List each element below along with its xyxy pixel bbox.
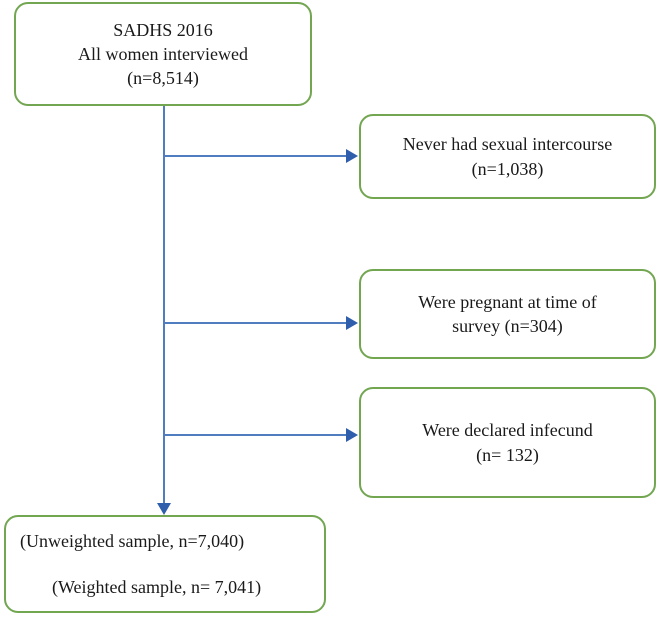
node-exclusion-never-line-1: Never had sexual intercourse <box>402 134 613 155</box>
arrowhead-right-never <box>346 149 358 163</box>
node-exclusion-infecund-line-2: (n= 132) <box>476 444 539 465</box>
node-exclusion-infecund-line-1: Were declared infecund <box>422 420 593 441</box>
connector-branch-pregnant <box>163 322 348 324</box>
node-source-population-line-3: (n=8,514) <box>127 68 199 89</box>
arrowhead-down-final-sample <box>157 503 171 515</box>
connector-branch-infecund <box>163 434 348 436</box>
node-exclusion-infecund: Were declared infecund (n= 132) <box>359 387 656 498</box>
node-source-population: SADHS 2016 All women interviewed (n=8,51… <box>14 2 312 106</box>
node-source-population-line-1: SADHS 2016 <box>113 19 213 40</box>
connector-branch-never <box>163 155 348 157</box>
node-analytic-sample-unweighted: (Unweighted sample, n=7,040) <box>20 530 245 551</box>
node-analytic-sample: (Unweighted sample, n=7,040) (Weighted s… <box>4 515 326 613</box>
node-exclusion-pregnant-line-1: Were pregnant at time of <box>418 291 597 312</box>
arrowhead-right-infecund <box>346 428 358 442</box>
node-exclusion-pregnant-line-2: survey (n=304) <box>452 316 563 336</box>
connector-trunk-vertical <box>163 105 165 505</box>
arrowhead-right-pregnant <box>346 316 358 330</box>
node-exclusion-pregnant: Were pregnant at time of survey (n=304) <box>359 269 656 359</box>
node-exclusion-never-line-2: (n=1,038) <box>471 158 544 179</box>
node-analytic-sample-weighted: (Weighted sample, n= 7,041) <box>52 577 262 597</box>
node-source-population-line-2: All women interviewed <box>78 43 248 64</box>
node-exclusion-never-had-intercourse: Never had sexual intercourse (n=1,038) <box>359 114 656 199</box>
